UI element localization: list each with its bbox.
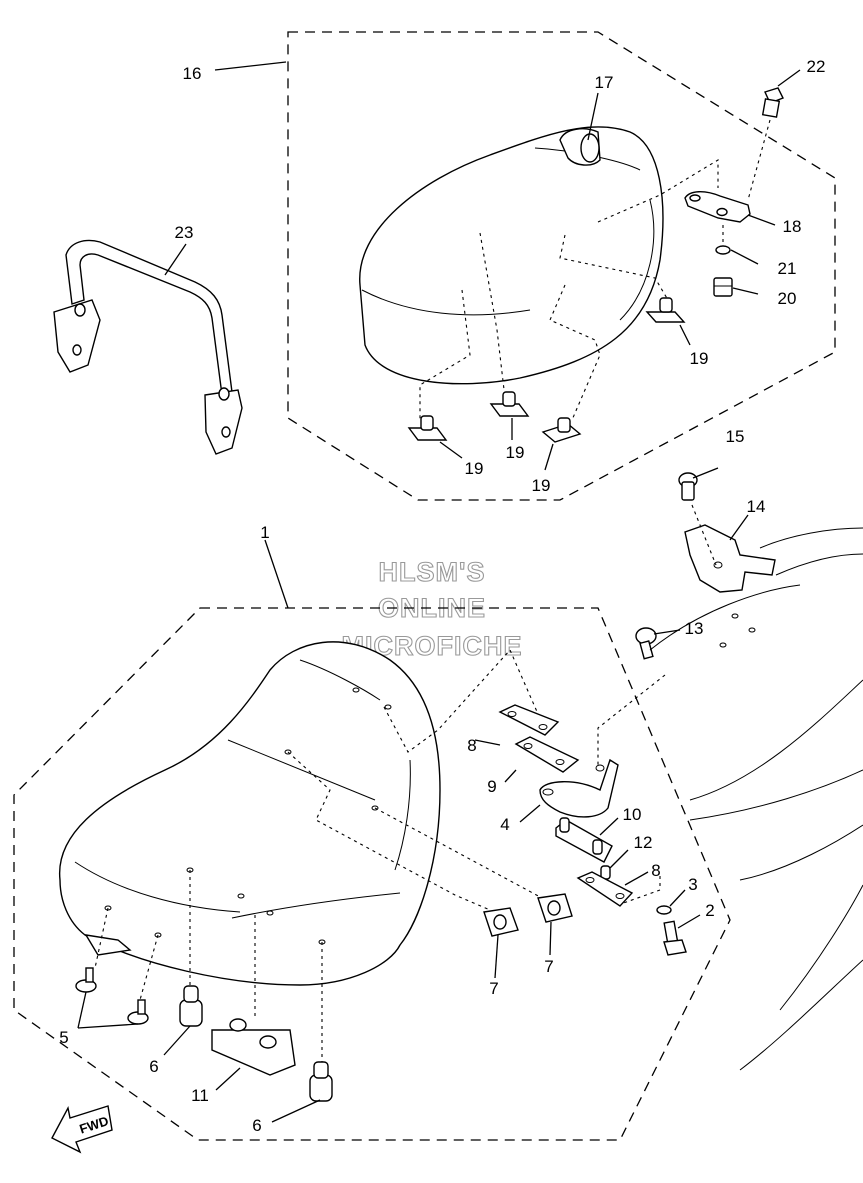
- forward-direction-arrow: FWD: [51, 1105, 113, 1154]
- callout-16: 16: [183, 64, 202, 83]
- rear-seat-group: [214, 31, 836, 501]
- callout-19a: 19: [690, 349, 709, 368]
- bolt-15: [678, 472, 698, 501]
- grab-bar-23: [53, 239, 243, 455]
- bolt-22: [761, 87, 784, 118]
- clip-nut-19d: [541, 417, 582, 443]
- washer-3: [656, 905, 672, 915]
- plate-8-lower: [576, 871, 634, 907]
- clip-nut-7a: [483, 907, 519, 937]
- watermark: HLSM'S ONLINE MICROFICHE: [341, 556, 522, 661]
- rear-seat-cushion: [359, 126, 664, 385]
- callout-7b: 7: [544, 957, 553, 976]
- damper-5b: [127, 999, 149, 1025]
- fender-outline: [649, 527, 863, 1071]
- callout-8a: 8: [467, 736, 476, 755]
- callout-19b: 19: [465, 459, 484, 478]
- bolt-2: [663, 920, 687, 956]
- callout-11: 11: [191, 1086, 209, 1105]
- damper-block-11: [211, 1018, 296, 1076]
- callout-23: 23: [175, 223, 194, 242]
- callout-19d: 19: [532, 476, 551, 495]
- front-seat-group: FWD: [13, 467, 863, 1154]
- spacer-6b: [309, 1061, 333, 1102]
- callout-19c: 19: [506, 443, 525, 462]
- callout-20: 20: [778, 289, 797, 308]
- callout-21: 21: [778, 259, 797, 278]
- rear-seat-group-boundary: [287, 31, 836, 501]
- callout-12: 12: [634, 833, 653, 852]
- callout-1: 1: [260, 523, 269, 542]
- washer-21: [715, 245, 731, 255]
- spacer-6a: [179, 985, 203, 1027]
- front-seat-group-boundary: [13, 607, 731, 1141]
- plate-8-upper: [498, 704, 560, 736]
- seat-mount-holes: [104, 687, 392, 945]
- callout-17: 17: [595, 73, 614, 92]
- callout-14: 14: [747, 497, 766, 516]
- callout-2: 2: [705, 901, 714, 920]
- clip-nut-19a: [645, 297, 686, 323]
- callout-6b: 6: [252, 1116, 261, 1135]
- clip-nut-19b: [407, 415, 448, 441]
- rear-bracket-18: [684, 191, 751, 223]
- callout-9: 9: [487, 777, 496, 796]
- bracket-4: [539, 758, 619, 818]
- callout-13: 13: [685, 619, 704, 638]
- plate-9: [514, 736, 580, 773]
- watermark-line-1: HLSM'S: [379, 557, 486, 587]
- callout-15: 15: [726, 427, 745, 446]
- front-seat-cushion: [58, 641, 441, 986]
- callout-10: 10: [623, 805, 642, 824]
- callout-8b: 8: [651, 861, 660, 880]
- damper-5a: [75, 967, 97, 993]
- callout-labels: 16 17 22 18 21 20 19 19 19 19 23 15 14 1…: [59, 57, 825, 1135]
- callout-5: 5: [59, 1028, 68, 1047]
- clip-nut-19c: [489, 391, 530, 417]
- bracket-14: [684, 524, 776, 593]
- bolt-13: [635, 627, 657, 660]
- clip-nut-7b: [537, 893, 573, 923]
- nut-20: [713, 277, 733, 297]
- callout-22: 22: [807, 57, 826, 76]
- callout-4: 4: [500, 815, 509, 834]
- bracket-10: [555, 817, 613, 863]
- callout-7a: 7: [489, 979, 498, 998]
- callout-6a: 6: [149, 1057, 158, 1076]
- callout-3: 3: [688, 875, 697, 894]
- callout-18: 18: [783, 217, 802, 236]
